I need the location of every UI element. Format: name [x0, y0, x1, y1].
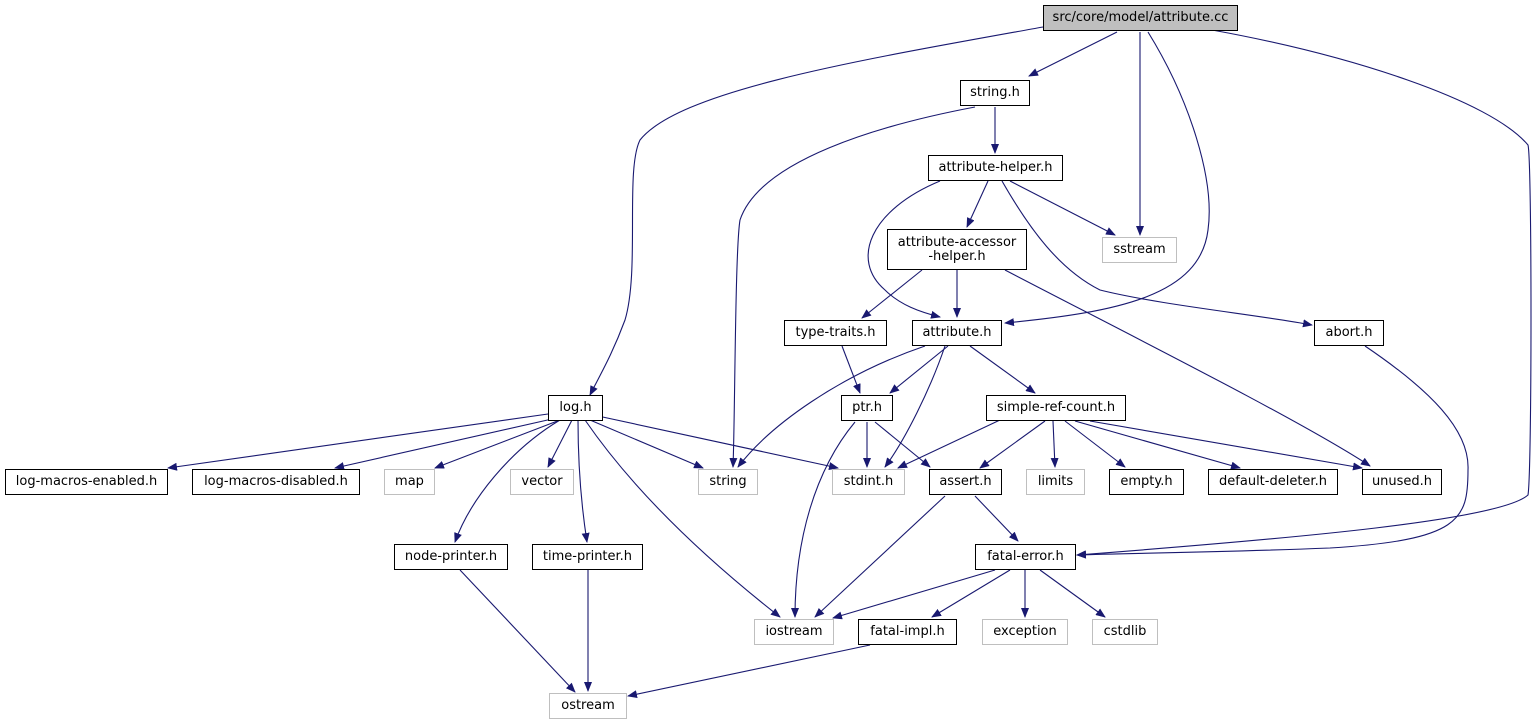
edge-attribute-helper-h-to-attribute-h: [867, 180, 941, 319]
node-string: string: [698, 469, 758, 495]
node-limits: limits: [1026, 469, 1085, 495]
node-string-h[interactable]: string.h: [960, 80, 1030, 106]
node-vector: vector: [510, 469, 574, 495]
edge-simple-ref-count-h-to-stdint-h: [897, 419, 1001, 469]
node-simple-ref-count-h[interactable]: simple-ref-count.h: [986, 395, 1126, 421]
node-node-printer-h[interactable]: node-printer.h: [394, 544, 508, 570]
edge-type-traits-h-to-ptr-h: [841, 345, 861, 394]
node-attribute-h[interactable]: attribute.h: [912, 320, 1002, 346]
edge-log-h-to-vector: [547, 419, 573, 468]
edge-assert-h-to-iostream: [814, 495, 946, 618]
node-log-macros-enabled-h[interactable]: log-macros-enabled.h: [5, 469, 168, 495]
edge-log-h-to-time-printer-h: [577, 419, 590, 543]
node-ptr-h[interactable]: ptr.h: [841, 395, 893, 421]
node-empty-h[interactable]: empty.h: [1109, 469, 1184, 495]
edge-attribute-helper-h-to-sstream: [1009, 180, 1116, 236]
node-attribute-cc: src/core/model/attribute.cc: [1043, 5, 1238, 31]
edge-log-h-to-log-macros-disabled-h: [334, 418, 553, 470]
edge-abort-h-to-fatal-error-h: [1076, 345, 1469, 559]
edge-ptr-h-to-assert-h: [874, 421, 931, 468]
edge-ptr-h-to-iostream: [791, 421, 856, 618]
edge-log-h-to-iostream: [584, 419, 781, 618]
edge-attribute-helper-h-to-abort-h: [1001, 180, 1313, 328]
node-stdint-h: stdint.h: [832, 469, 905, 495]
node-assert-h[interactable]: assert.h: [929, 469, 1002, 495]
node-default-deleter-h[interactable]: default-deleter.h: [1208, 469, 1338, 495]
node-iostream: iostream: [754, 619, 834, 645]
edge-accessor-to-type-traits-h: [861, 269, 923, 319]
edge-simple-ref-count-h-to-assert-h: [979, 420, 1046, 469]
node-fatal-error-h[interactable]: fatal-error.h: [975, 544, 1076, 570]
edge-log-h-to-log-macros-enabled-h: [167, 413, 549, 471]
node-exception: exception: [982, 619, 1068, 645]
node-sstream: sstream: [1102, 237, 1177, 263]
node-ostream: ostream: [549, 693, 627, 719]
edge-simple-ref-count-h-to-default-deleter-h: [1074, 420, 1241, 470]
node-attribute-accessor-helper-h[interactable]: attribute-accessor -helper.h: [887, 229, 1027, 270]
edge-attribute-h-to-stdint-h: [884, 345, 946, 468]
edge-attribute-cc-to-fatal-error-h: [1076, 29, 1532, 559]
node-log-macros-disabled-h[interactable]: log-macros-disabled.h: [192, 469, 360, 495]
edge-fatal-impl-h-to-ostream: [627, 644, 871, 699]
edge-log-h-to-map: [434, 419, 561, 469]
edge-fatal-error-h-to-cstdlib: [1039, 569, 1106, 618]
edge-attribute-h-to-ptr-h: [889, 345, 949, 394]
node-attribute-helper-h[interactable]: attribute-helper.h: [928, 155, 1063, 181]
edge-attribute-cc-to-string-h: [1028, 31, 1118, 77]
node-abort-h[interactable]: abort.h: [1314, 320, 1384, 346]
edge-attribute-h-to-simple-ref-count-h: [969, 345, 1036, 394]
node-fatal-impl-h[interactable]: fatal-impl.h: [858, 619, 957, 645]
edge-log-h-to-string: [589, 419, 704, 469]
edge-simple-ref-count-h-to-limits: [1050, 420, 1059, 468]
edge-attribute-h-to-string: [737, 345, 926, 468]
edge-assert-h-to-fatal-error-h: [974, 495, 1019, 542]
edge-simple-ref-count-h-to-unused-h: [1089, 420, 1363, 471]
edge-string-h-to-string: [729, 106, 976, 468]
edge-accessor-to-unused-h: [1004, 269, 1371, 467]
node-map: map: [384, 469, 435, 495]
node-type-traits-h[interactable]: type-traits.h: [784, 320, 887, 346]
node-time-printer-h[interactable]: time-printer.h: [532, 544, 643, 570]
edge-fatal-error-h-to-fatal-impl-h: [931, 569, 1011, 618]
edge-fatal-error-h-to-iostream: [832, 569, 996, 620]
edge-attribute-helper-h-to-accessor: [966, 180, 989, 228]
edge-node-printer-h-to-ostream: [459, 569, 576, 693]
edge-attribute-cc-to-attribute-h: [1004, 31, 1210, 327]
node-unused-h[interactable]: unused.h: [1362, 469, 1442, 495]
edge-log-h-to-stdint-h: [597, 415, 839, 471]
edge-log-h-to-node-printer-h: [454, 419, 561, 543]
edge-simple-ref-count-h-to-empty-h: [1064, 420, 1126, 468]
node-log-h[interactable]: log.h: [548, 395, 603, 421]
node-cstdlib: cstdlib: [1092, 619, 1158, 645]
edge-attribute-cc-to-log-h: [589, 26, 1044, 396]
